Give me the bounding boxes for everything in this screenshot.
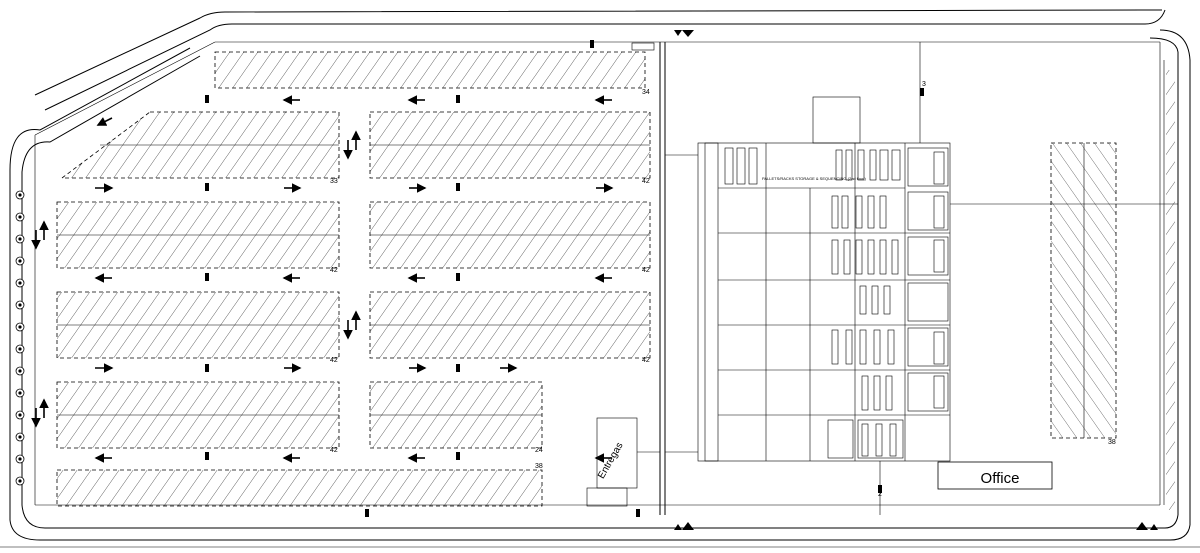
equipment-box (887, 329, 895, 365)
tree-icon (18, 435, 22, 439)
equipment-box (891, 149, 901, 181)
equipment-box (831, 195, 839, 229)
traffic-arrows (31, 95, 614, 463)
row-count-right: 38 (1108, 439, 1116, 446)
tree-icon (18, 259, 22, 263)
equipment-box (831, 329, 839, 365)
equipment-box (831, 239, 839, 275)
equipment-box (885, 375, 893, 411)
equipment-box (867, 239, 875, 275)
tree-icon (18, 193, 22, 197)
equipment-box (841, 195, 849, 229)
equipment-box (879, 195, 887, 229)
tree-icon (18, 281, 22, 285)
site-boundary (0, 9, 1200, 548)
equipment-box (871, 285, 879, 315)
equipment-box (843, 239, 851, 275)
equipment-box (873, 329, 881, 365)
right-parking-column: 38 (1050, 142, 1117, 446)
tree-icon (18, 325, 22, 329)
entregas-booth: Entregas (586, 417, 660, 507)
office: Office (937, 461, 1053, 490)
door-markers (674, 30, 1158, 530)
tree-row (15, 190, 25, 486)
equipment-box (879, 239, 887, 275)
equipment-box (933, 151, 945, 185)
parking-row (214, 51, 646, 89)
row-count: 42 (642, 267, 650, 274)
tree-icon (18, 215, 22, 219)
parking-rows (56, 51, 651, 507)
parking-row (60, 111, 340, 179)
equipment-box (867, 195, 875, 229)
equipment-box (736, 147, 746, 185)
building: PALLETS/RACKS STORAGE & SEQUENCING (2nd … (665, 42, 1178, 515)
row-count: 42 (642, 178, 650, 185)
equipment-box (855, 239, 863, 275)
row-count: 42 (330, 357, 338, 364)
equipment-box (875, 423, 883, 457)
equipment-box (869, 149, 877, 181)
row-count: 42 (330, 267, 338, 274)
equipment-box (857, 149, 865, 181)
tree-icon (18, 413, 22, 417)
equipment-box (845, 149, 853, 181)
office-label: Office (981, 470, 1020, 487)
parking-stalls (57, 470, 542, 506)
equipment-box (933, 195, 945, 229)
equipment-box (724, 147, 734, 185)
equipment-box (845, 329, 853, 365)
tree-icon (18, 479, 22, 483)
tree-icon (18, 347, 22, 351)
equipment-box (861, 375, 869, 411)
aisle-markers (205, 40, 655, 517)
tree-icon (18, 303, 22, 307)
equipment-box (933, 331, 945, 365)
row-counts: 34 33 42 42 42 42 42 42 24 38 3 2 (330, 81, 926, 498)
row-count: 38 (535, 463, 543, 470)
door-marker-north: 3 (922, 81, 926, 88)
tree-icon (18, 369, 22, 373)
equipment-box (933, 375, 945, 409)
storage-note: PALLETS/RACKS STORAGE & SEQUENCING (2nd … (762, 176, 867, 181)
equipment-box (891, 239, 899, 275)
door-marker-south: 2 (878, 491, 882, 498)
building-equipment (724, 147, 945, 457)
row-count: 34 (642, 89, 650, 96)
parking-stalls (215, 52, 645, 88)
equipment-box (859, 329, 867, 365)
tree-icon (18, 457, 22, 461)
equipment-box (879, 149, 889, 181)
tree-icon (18, 237, 22, 241)
entregas-label: Entregas (596, 441, 626, 481)
equipment-box (889, 423, 897, 457)
parking-row (56, 469, 543, 507)
row-count: 42 (330, 447, 338, 454)
row-count: 33 (330, 178, 338, 185)
equipment-box (861, 423, 869, 457)
equipment-box (859, 285, 867, 315)
row-count: 24 (535, 447, 543, 454)
arrow-icon (96, 117, 113, 126)
equipment-box (933, 239, 945, 273)
equipment-box (835, 149, 843, 181)
row-count: 42 (642, 357, 650, 364)
right-edge-planting (1166, 70, 1175, 510)
tree-icon (18, 391, 22, 395)
equipment-box (883, 285, 891, 315)
equipment-box (855, 195, 863, 229)
equipment-box (873, 375, 881, 411)
equipment-box (748, 147, 758, 185)
